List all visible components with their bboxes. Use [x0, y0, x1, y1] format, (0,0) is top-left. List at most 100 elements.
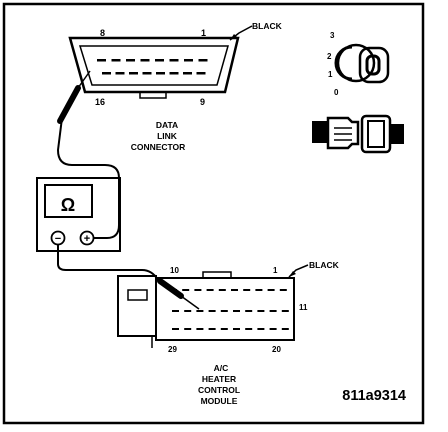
module-pin-20-label: 20	[272, 345, 281, 354]
ohmmeter-positive-terminal	[79, 230, 95, 246]
dlc-pin-bottom-4	[142, 72, 152, 75]
ignition-cylinder	[336, 43, 376, 83]
dlc-title-line1: DATA	[156, 120, 178, 130]
data-link-connector: 8 1 16 9 BLACK DATA LINK CONNECTOR	[68, 21, 283, 152]
module-pin-row1-3	[194, 289, 202, 291]
connector-female-window	[367, 120, 385, 148]
dlc-latch	[139, 91, 167, 99]
dlc-pin-top-5	[155, 59, 164, 62]
dlc-probe-handle	[57, 85, 81, 124]
module-pin-row1-5	[218, 289, 226, 291]
dlc-pin-top-2	[111, 59, 121, 62]
module-color-arrowhead	[289, 271, 296, 277]
ignition-position-1: 1	[328, 70, 333, 79]
module-pin-row3-8	[257, 328, 265, 330]
dlc-pin-bottom-5	[156, 72, 165, 75]
dlc-pin-top-7	[184, 59, 193, 62]
module-title-line2: HEATER	[202, 374, 236, 384]
module-connector: 10 1 11 29 20 BLACK A/C HEATER CONTROL M…	[117, 260, 340, 406]
dlc-pin-16-label: 16	[95, 97, 105, 107]
dlc-pin-1-label: 1	[201, 28, 206, 38]
module-pin-row3-6	[233, 328, 240, 330]
module-pin-row2-5	[220, 310, 228, 312]
dlc-color-arrowhead	[230, 34, 237, 40]
connector-wire-left	[312, 121, 328, 143]
module-pin-row2-9	[269, 310, 277, 312]
module-pin-row1-9	[267, 289, 275, 291]
module-probe-tip	[180, 295, 200, 310]
dlc-pin-8-label: 8	[100, 28, 105, 38]
dlc-outer-shell	[68, 36, 240, 94]
ohmmeter: Ω − +	[36, 177, 121, 252]
connector-pair-icon	[312, 114, 404, 154]
ohmmeter-display	[44, 184, 93, 218]
dlc-pin-9-label: 9	[200, 97, 205, 107]
dlc-pin-top-4	[140, 59, 150, 62]
figure-border	[2, 2, 425, 425]
dlc-pin-top-1	[97, 59, 106, 62]
module-color-label: BLACK	[309, 260, 340, 270]
ignition-position-0: 0	[334, 88, 339, 97]
dlc-pin-bottom-1	[102, 72, 111, 75]
module-connector-flange-window	[127, 289, 148, 301]
module-pin-row1-4	[206, 289, 214, 291]
module-pin-10-label: 10	[170, 266, 179, 275]
module-pin-row1-8	[255, 289, 263, 291]
module-pin-row3-10	[281, 328, 289, 330]
ignition-position-3: 3	[330, 31, 335, 40]
dlc-pin-bottom-3	[129, 72, 138, 75]
ignition-switch-icon: 3 2 1 0	[327, 31, 390, 97]
module-pin-row2-8	[257, 310, 265, 312]
dlc-color-label: BLACK	[252, 21, 283, 31]
module-pin-row3-4	[208, 328, 216, 330]
module-probe-handle	[157, 278, 184, 299]
ignition-position-2: 2	[327, 52, 332, 61]
module-pin-row1-6	[231, 289, 238, 291]
module-pin-row2-10	[281, 310, 289, 312]
module-pin-row3-9	[269, 328, 277, 330]
positive-test-lead	[56, 117, 120, 239]
dlc-pin-bottom-8	[196, 72, 206, 75]
module-pin-row2-6	[233, 310, 240, 312]
module-connector-body	[155, 277, 295, 341]
dlc-pin-bottom-7	[183, 72, 192, 75]
module-pin-row3-3	[196, 328, 204, 330]
module-pin-row2-4	[208, 310, 216, 312]
module-pin-row3-1	[172, 328, 179, 330]
ignition-cylinder-shade	[334, 45, 353, 81]
module-pin-row2-2	[184, 310, 192, 312]
module-pin-11-label: 11	[299, 303, 308, 312]
module-title-line3: CONTROL	[198, 385, 240, 395]
connector-male-half	[326, 116, 360, 150]
module-title-line4: MODULE	[201, 396, 238, 406]
dlc-pin-bottom-6	[169, 72, 179, 75]
module-pin-1-label: 1	[273, 266, 278, 275]
module-pin-row1-10	[279, 289, 287, 291]
module-connector-latch	[202, 271, 232, 279]
dlc-pin-top-6	[169, 59, 179, 62]
module-connector-side-flange	[117, 275, 157, 337]
module-pin-row2-3	[196, 310, 204, 312]
dlc-probe-tip	[77, 70, 91, 89]
ohmmeter-body	[36, 177, 121, 252]
module-pin-row2-7	[245, 310, 253, 312]
dlc-pin-rows	[97, 59, 208, 75]
ohmmeter-negative-terminal	[50, 230, 66, 246]
connector-wire-right	[390, 124, 404, 144]
dlc-title-line3: CONNECTOR	[131, 142, 186, 152]
module-pin-row1-1	[170, 289, 177, 291]
module-pin-row3-7	[245, 328, 253, 330]
module-pin-row1-7	[243, 289, 251, 291]
dlc-pin-top-8	[198, 59, 208, 62]
dlc-inner-face	[78, 45, 229, 86]
dlc-pin-bottom-2	[115, 72, 125, 75]
dlc-title-line2: LINK	[157, 131, 178, 141]
dlc-pin-top-3	[126, 59, 135, 62]
module-pin-29-label: 29	[168, 345, 177, 354]
module-pin-row3-2	[184, 328, 192, 330]
module-pin-row1-2	[182, 289, 190, 291]
module-title-line1: A/C	[214, 363, 229, 373]
module-pin-rows	[170, 289, 289, 330]
ohm-symbol-icon: Ω	[61, 195, 75, 215]
